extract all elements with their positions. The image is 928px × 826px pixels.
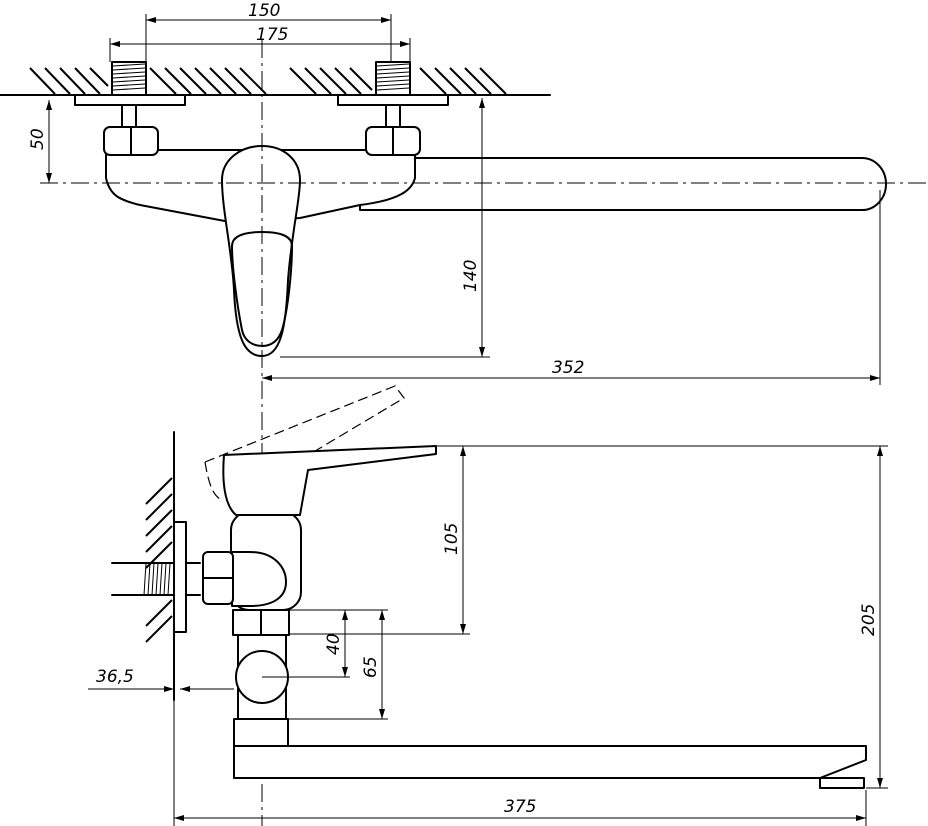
dim-40: 40 xyxy=(262,609,388,678)
right-flange xyxy=(337,94,449,106)
dim-205-label: 205 xyxy=(859,604,879,636)
dim-50-label: 50 xyxy=(28,128,48,150)
dim-205: 205 xyxy=(436,445,888,789)
side-lever xyxy=(222,445,437,516)
side-eccentric xyxy=(231,551,287,607)
lever-top-view xyxy=(221,145,301,357)
side-spout xyxy=(233,718,867,779)
side-aerator xyxy=(819,777,865,789)
dim-375: 375 xyxy=(173,700,867,826)
dim-140-label: 140 xyxy=(461,260,481,292)
side-wall-hatching xyxy=(145,477,173,643)
top-view-spout xyxy=(359,157,887,211)
wall-hatching xyxy=(29,67,507,95)
dim-105-label: 105 xyxy=(442,523,462,555)
left-flange xyxy=(74,94,186,106)
top-view xyxy=(0,40,928,826)
dim-375-label: 375 xyxy=(504,797,536,817)
side-nut xyxy=(202,551,234,605)
left-stem xyxy=(121,104,137,128)
side-view xyxy=(111,385,867,789)
left-inlet-thread xyxy=(111,61,147,96)
right-stem xyxy=(385,104,401,128)
dim-36-5-label: 36,5 xyxy=(96,667,134,687)
lever-raised-curve xyxy=(204,461,223,501)
dim-175: 175 xyxy=(109,25,411,62)
dim-352-label: 352 xyxy=(552,358,584,378)
dim-105: 105 xyxy=(290,445,470,635)
left-nut xyxy=(103,126,159,156)
side-flange xyxy=(173,521,187,633)
dim-140: 140 xyxy=(280,98,490,358)
dim-50: 50 xyxy=(28,100,52,183)
right-nut xyxy=(365,126,421,156)
dim-65-label: 65 xyxy=(361,656,381,678)
dim-36-5: 36,5 xyxy=(88,667,234,692)
dim-150-label: 150 xyxy=(248,1,280,21)
dim-150: 150 xyxy=(145,1,392,62)
dim-175-label: 175 xyxy=(256,25,288,45)
dim-65: 65 xyxy=(288,610,388,720)
dim-40-label: 40 xyxy=(324,633,344,655)
right-inlet-thread xyxy=(375,61,411,96)
lever-raised-outline xyxy=(204,385,405,463)
side-thread xyxy=(143,562,171,596)
dim-352: 352 xyxy=(262,190,881,385)
